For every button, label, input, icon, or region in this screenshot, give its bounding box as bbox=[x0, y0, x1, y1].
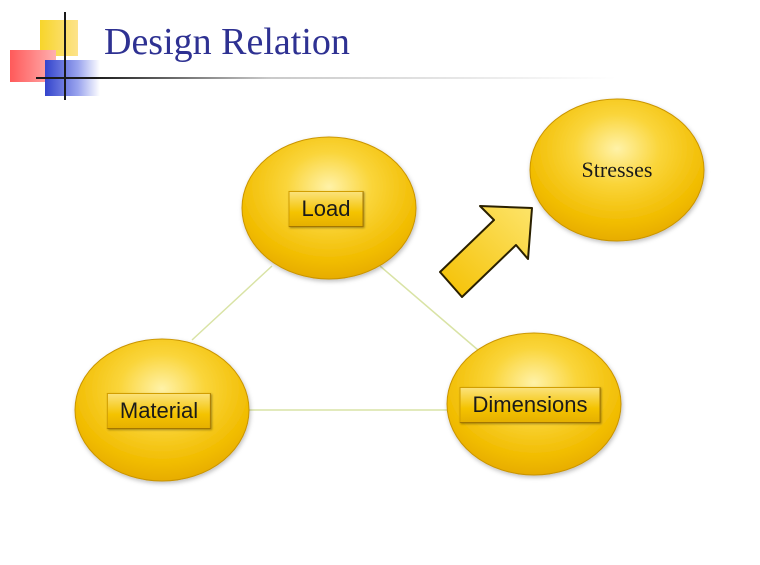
dimensions-label: Dimensions bbox=[459, 387, 601, 423]
arrow-icon bbox=[439, 205, 533, 298]
connector-load-dimensions bbox=[379, 265, 479, 351]
stresses-label: Stresses bbox=[581, 157, 653, 182]
slide-title: Design Relation bbox=[104, 21, 350, 63]
connector-load-material bbox=[191, 265, 273, 341]
load-label: Load bbox=[288, 191, 364, 227]
material-label: Material bbox=[106, 393, 212, 429]
title-underline bbox=[36, 77, 616, 79]
stresses-node bbox=[529, 98, 705, 242]
decorative-vertical-line bbox=[64, 12, 66, 100]
